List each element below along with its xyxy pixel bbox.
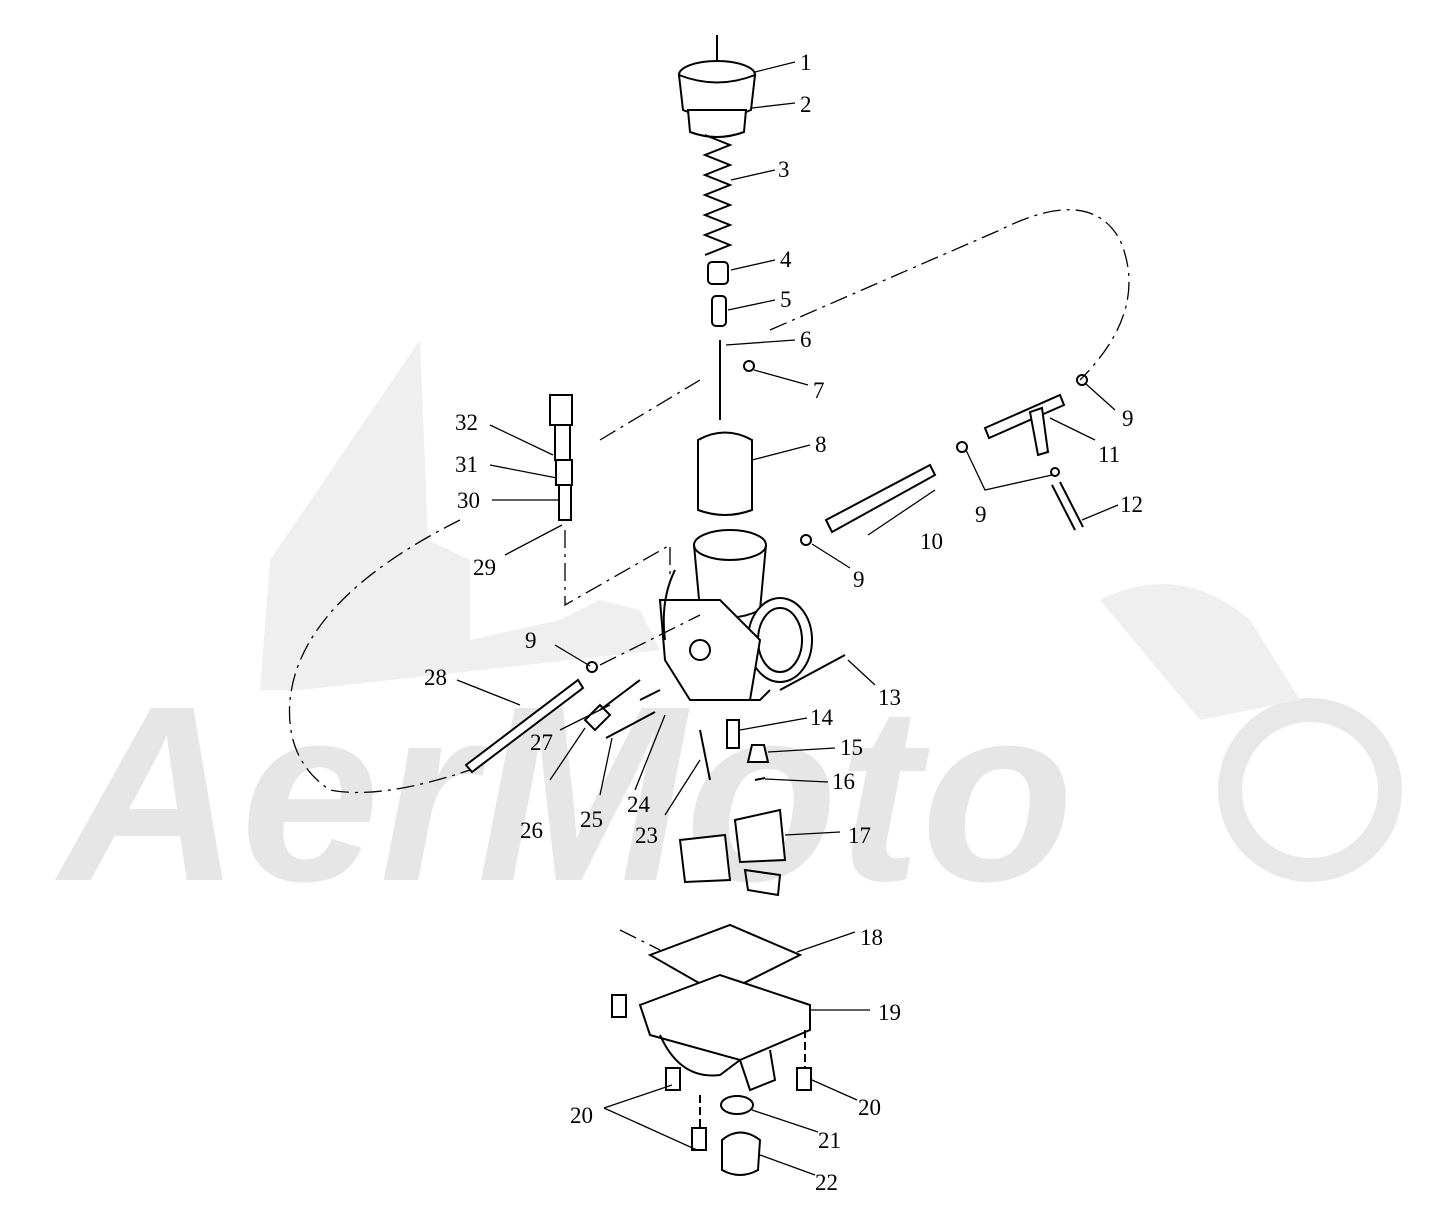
callout-30: 30 [457, 488, 480, 513]
callout-9-c: 9 [853, 567, 865, 592]
callout-25: 25 [580, 807, 603, 832]
hose-28 [464, 678, 585, 774]
callout-24: 24 [627, 792, 651, 817]
carburetor-top-parts [677, 35, 757, 516]
callout-9-b: 9 [975, 502, 987, 527]
needle-holder-part [711, 295, 727, 327]
spring-part [702, 134, 733, 256]
callout-12: 12 [1120, 492, 1143, 517]
left-side-parts [464, 394, 787, 897]
callout-11: 11 [1098, 442, 1120, 467]
callout-7: 7 [813, 378, 825, 403]
vent-hoses [779, 374, 1088, 691]
retainer-part [707, 261, 729, 285]
callout-14: 14 [810, 705, 834, 730]
tee-fitting-11 [983, 393, 1066, 440]
hose-10 [824, 463, 937, 534]
callout-13: 13 [878, 685, 901, 710]
callout-8: 8 [815, 432, 827, 457]
callout-labels: 1 2 3 4 5 6 7 8 9 9 9 9 10 11 12 13 14 1… [424, 50, 1143, 1195]
callout-31: 31 [455, 452, 478, 477]
callout-19: 19 [878, 1000, 901, 1025]
throttle-cable [288, 209, 1130, 794]
clip-part [743, 360, 755, 372]
callout-32: 32 [455, 410, 478, 435]
bowl-19 [638, 973, 811, 1062]
callout-17: 17 [848, 823, 871, 848]
callout-16: 16 [832, 769, 855, 794]
callout-2: 2 [800, 92, 812, 117]
callout-5: 5 [780, 287, 792, 312]
callout-20-b: 20 [858, 1095, 881, 1120]
callout-23: 23 [635, 823, 658, 848]
callout-9-a: 9 [1122, 406, 1134, 431]
gasket-18 [647, 923, 803, 997]
float-bowl [611, 923, 812, 1176]
callout-9-d: 9 [525, 628, 537, 653]
callout-15: 15 [840, 735, 863, 760]
callout-18: 18 [860, 925, 883, 950]
callout-4: 4 [780, 247, 792, 272]
callout-27: 27 [530, 730, 553, 755]
gasket-part [686, 109, 748, 138]
hose-12 [1051, 481, 1084, 531]
callout-22: 22 [815, 1170, 838, 1195]
throttle-valve-part [697, 431, 753, 516]
callout-3: 3 [778, 157, 790, 182]
callout-6: 6 [800, 327, 812, 352]
callout-21: 21 [818, 1128, 841, 1153]
float-part [678, 833, 732, 884]
callout-26: 26 [520, 818, 543, 843]
leader-lines [456, 61, 1119, 1176]
carburetor-body [658, 529, 813, 701]
callout-20-a: 20 [570, 1103, 593, 1128]
callout-10: 10 [920, 529, 943, 554]
pin-13 [779, 654, 846, 691]
callout-1: 1 [800, 50, 812, 75]
callout-29: 29 [473, 555, 496, 580]
callout-28: 28 [424, 665, 447, 690]
